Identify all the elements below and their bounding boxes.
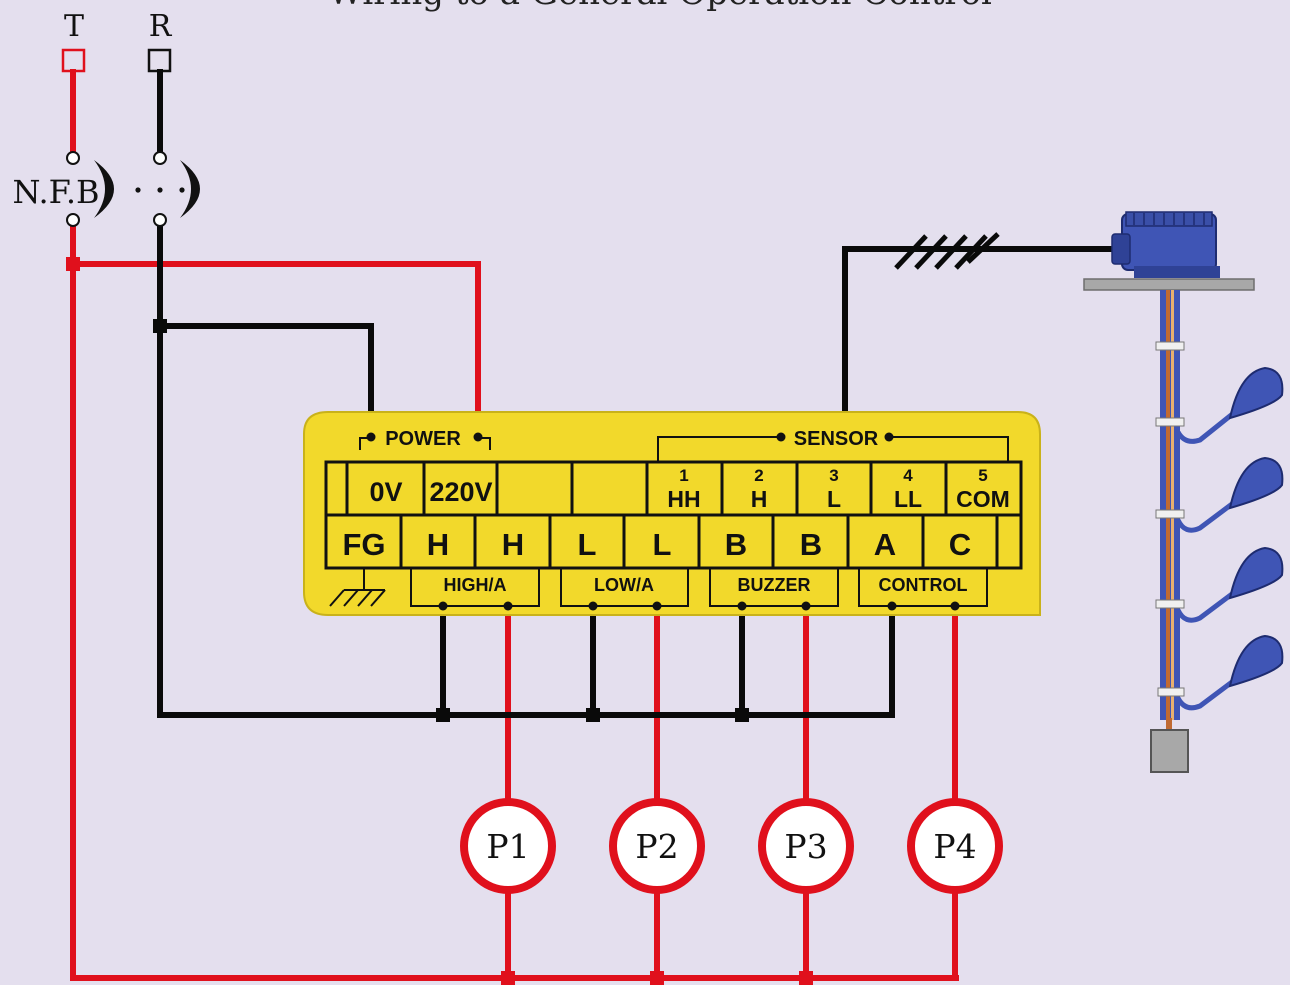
terminal-b1-label: B [725, 527, 747, 562]
diagram-title: Wiring to a General Operation Control [328, 0, 992, 13]
sensor-num-5: 5 [978, 466, 987, 485]
load-p1: P1 [460, 798, 556, 894]
breaker-label: N.F.B [12, 173, 99, 211]
load-p4-label: P4 [933, 827, 976, 866]
float-2 [1228, 456, 1284, 510]
float-4 [1228, 634, 1284, 688]
load-p3-label: P3 [784, 827, 827, 866]
terminal-l2-label: L [653, 527, 672, 562]
sensor-com-label: COM [956, 486, 1010, 512]
sensor-mount-plate [1083, 278, 1255, 291]
terminal-r-label: R [149, 9, 173, 44]
sensor-h-label: H [751, 486, 768, 512]
terminal-t-box [61, 48, 86, 73]
sensor-num-2: 2 [754, 466, 763, 485]
terminal-h2-label: H [502, 527, 524, 562]
load-p1-label: P1 [486, 827, 529, 866]
terminal-fg-label: FG [342, 527, 385, 562]
sensor-ll-label: LL [894, 486, 922, 512]
terminal-b2-label: B [800, 527, 822, 562]
load-p2: P2 [609, 798, 705, 894]
group-buzzer: BUZZER [738, 575, 811, 595]
load-p3: P3 [758, 798, 854, 894]
group-low-a: LOW/A [594, 575, 654, 595]
terminal-c-label: C [949, 527, 971, 562]
neutral-wires [157, 69, 1115, 718]
cable-hash-marks [894, 232, 1000, 270]
group-control: CONTROL [879, 575, 968, 595]
controller-unit: POWER SENSOR [303, 411, 1041, 616]
power-label: POWER [385, 428, 461, 450]
sensor-label: SENSOR [794, 428, 879, 450]
terminal-h1-label: H [427, 527, 449, 562]
group-high-a: HIGH/A [444, 575, 507, 595]
terminal-t-label: T [64, 9, 84, 44]
load-p2-label: P2 [635, 827, 678, 866]
load-p4: P4 [907, 798, 1003, 894]
sensor-hh-label: HH [667, 486, 700, 512]
sensor-num-3: 3 [829, 466, 838, 485]
float-1 [1228, 366, 1284, 420]
float-3 [1228, 546, 1284, 600]
breaker-nfb: N.F.B [12, 151, 200, 227]
terminal-0v-label: 0V [369, 477, 402, 507]
float-level-sensor [1083, 211, 1284, 773]
ground-icon [329, 568, 386, 607]
junction-dots [66, 257, 813, 985]
sensor-l-label: L [827, 486, 841, 512]
terminal-220v-label: 220V [429, 477, 492, 507]
terminal-a-label: A [874, 527, 896, 562]
terminal-l1-label: L [578, 527, 597, 562]
sensor-num-4: 4 [903, 466, 913, 485]
sensor-weight [1150, 729, 1189, 773]
sensor-num-1: 1 [679, 466, 688, 485]
terminal-r-box [147, 48, 172, 73]
